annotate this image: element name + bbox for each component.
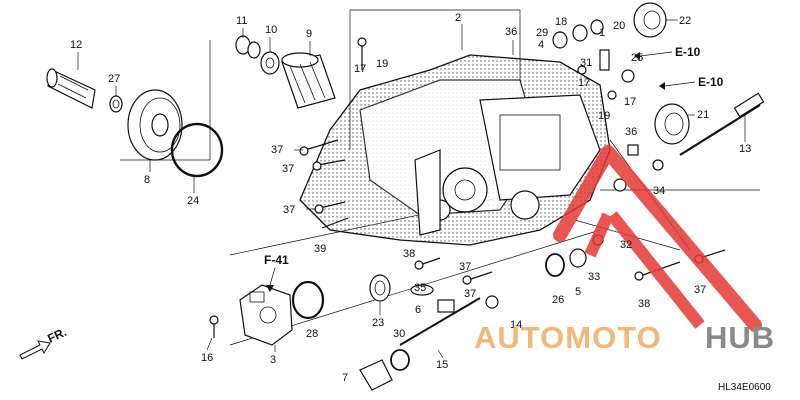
callout-label: 24 <box>187 195 199 207</box>
callout-label: 38 <box>403 248 415 260</box>
seals-29-20 <box>552 19 604 49</box>
callout-label: 31 <box>580 57 592 69</box>
callout-label: 5 <box>575 286 581 298</box>
callout-label: 13 <box>739 143 751 155</box>
small-parts-right <box>545 49 664 277</box>
washer-23 <box>369 274 391 302</box>
callout-label: 19 <box>598 110 610 122</box>
callout-label: 29 <box>536 27 548 39</box>
leader-lines <box>77 19 746 359</box>
plug-35-6 <box>410 284 455 313</box>
callout-label: 36 <box>505 26 517 38</box>
callout-label: 36 <box>625 126 637 138</box>
oil-pump-3 <box>239 284 293 346</box>
oil-strainer-12 <box>46 68 96 109</box>
callout-label: 17 <box>578 77 590 89</box>
watermark-part1: AUTOMOTO <box>474 320 662 355</box>
shaft-13 <box>679 92 765 156</box>
callout-label: 37 <box>282 163 294 175</box>
callout-label: 22 <box>679 15 691 27</box>
ref-front: FR. <box>45 325 68 346</box>
bearing-22 <box>633 2 667 38</box>
callout-label: 9 <box>306 28 312 40</box>
callout-label: 8 <box>144 174 150 186</box>
ref-e10-mid: E-10 <box>698 75 724 89</box>
gearcase-housing <box>299 54 611 246</box>
callout-label: 39 <box>314 243 326 255</box>
front-arrow-icon <box>19 340 51 360</box>
cap-7-30 <box>359 349 410 391</box>
callout-label: 11 <box>236 15 247 27</box>
callout-label: 2 <box>455 12 461 24</box>
callout-label: 38 <box>638 298 650 310</box>
bearing-21 <box>654 103 690 145</box>
callout-labels: 1 2 3 4 5 6 7 8 9 10 11 12 13 14 15 16 1… <box>70 12 751 384</box>
watermark-logo: AUTOMOTO HUB <box>474 320 775 355</box>
callout-label: 6 <box>415 304 421 316</box>
callout-label: 27 <box>108 73 120 85</box>
callout-label: 1 <box>599 27 605 39</box>
callout-label: 34 <box>653 185 665 197</box>
callout-label: 16 <box>201 352 213 364</box>
washers-11-10 <box>235 35 280 75</box>
callout-label: 17 <box>354 63 366 75</box>
watermark-part2: HUB <box>705 320 775 355</box>
callout-label: 23 <box>372 317 384 329</box>
callout-label: 21 <box>697 109 709 121</box>
callout-label: 10 <box>265 24 277 36</box>
washer-27 <box>109 95 123 113</box>
callout-label: 32 <box>620 239 632 251</box>
watermark-triangle <box>553 145 762 332</box>
callout-label: 4 <box>538 39 544 51</box>
callout-label: 14 <box>510 319 522 331</box>
callout-label: 19 <box>376 58 388 70</box>
callout-label: 37 <box>459 261 471 273</box>
callout-label: 37 <box>271 144 283 156</box>
callout-label: 30 <box>393 328 405 340</box>
o-ring-28 <box>291 280 325 320</box>
callout-label: 7 <box>342 372 348 384</box>
callout-label: 35 <box>414 282 426 294</box>
callout-label: 17 <box>624 96 636 108</box>
callout-label: 37 <box>283 204 295 216</box>
rod-15 <box>399 295 499 346</box>
callout-label: 33 <box>588 271 600 283</box>
callout-label: 20 <box>613 20 625 32</box>
callout-label: 37 <box>464 288 476 300</box>
callout-label: 18 <box>555 16 567 28</box>
pulley-8 <box>127 89 183 161</box>
oil-filter-9 <box>281 52 336 109</box>
diagram-code: HL34E0600 <box>718 382 771 393</box>
callout-label: 26 <box>552 294 564 306</box>
callout-label: 3 <box>270 354 276 366</box>
ref-f41: F-41 <box>264 253 289 267</box>
callout-label: 37 <box>694 284 706 296</box>
o-ring-24 <box>170 122 224 178</box>
callout-label: 28 <box>306 328 318 340</box>
ref-e10-top: E-10 <box>675 45 701 59</box>
callout-label: 12 <box>70 39 82 51</box>
callout-label: 15 <box>436 359 448 371</box>
